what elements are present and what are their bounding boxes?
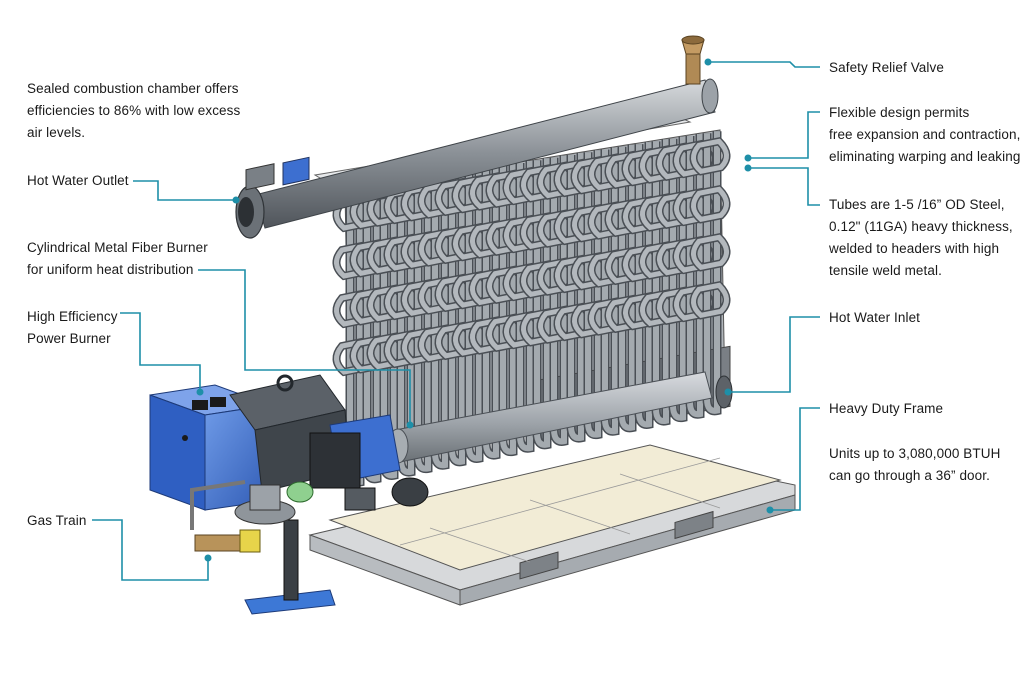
callout-line: Gas Train xyxy=(27,513,87,528)
callout-line: 0.12" (11GA) heavy thickness, xyxy=(829,219,1013,234)
heavy-duty-frame xyxy=(308,444,796,606)
callout-line: eliminating warping and leaking xyxy=(829,149,1021,164)
outlet-header xyxy=(235,78,719,239)
callout-line: Cylindrical Metal Fiber Burner xyxy=(27,240,208,255)
callout-line: Hot Water Inlet xyxy=(829,310,921,325)
tube-coil xyxy=(691,282,729,318)
callout-line: Safety Relief Valve xyxy=(829,60,944,75)
callout-line: welded to headers with high xyxy=(829,241,1000,256)
callout-line: High Efficiency xyxy=(27,309,118,324)
callout-fiber-burner: Cylindrical Metal Fiber Burner for unifor… xyxy=(27,237,208,281)
callout-line: can go through a 36” door. xyxy=(829,468,990,483)
leader-power-burner xyxy=(120,312,201,392)
callout-hot-water-inlet: Hot Water Inlet xyxy=(829,307,920,329)
callout-safety-relief-valve: Safety Relief Valve xyxy=(829,57,944,79)
leader-gas-train xyxy=(92,519,209,581)
callout-line: efficiencies to 86% with low excess xyxy=(27,103,241,118)
leader-inlet xyxy=(728,316,820,393)
callout-line: for uniform heat distribution xyxy=(27,262,194,277)
callout-line: Hot Water Outlet xyxy=(27,173,129,188)
callout-combustion: Sealed combustion chamber offers efficien… xyxy=(27,78,240,144)
callout-flexible-design: Flexible design permits free expansion an… xyxy=(829,102,1020,168)
callout-line: Power Burner xyxy=(27,331,111,346)
tube-coil xyxy=(691,234,729,270)
callout-hot-water-outlet: Hot Water Outlet xyxy=(27,170,129,192)
callout-heavy-duty-frame: Heavy Duty Frame xyxy=(829,398,943,420)
callout-line: Units up to 3,080,000 BTUH xyxy=(829,446,1001,461)
callout-line: Heavy Duty Frame xyxy=(829,401,944,416)
safety-relief-valve xyxy=(681,35,705,85)
leader-frame xyxy=(770,407,820,511)
tube-coil xyxy=(691,138,729,174)
callout-line: air levels. xyxy=(27,125,86,140)
callout-gas-train: Gas Train xyxy=(27,510,86,532)
callout-line: free expansion and contraction, xyxy=(829,127,1021,142)
tube-coil xyxy=(691,186,729,222)
leader-endpoints xyxy=(196,58,774,562)
leader-outlet xyxy=(133,180,236,201)
leader-flexible xyxy=(748,111,820,159)
callout-line: Sealed combustion chamber offers xyxy=(27,81,239,96)
callout-tube-spec: Tubes are 1-5 /16” OD Steel, 0.12" (11GA)… xyxy=(829,194,1013,282)
leader-fiber-burner xyxy=(198,269,411,425)
gas-train xyxy=(190,477,429,615)
callout-line: tensile weld metal. xyxy=(829,263,942,278)
leader-relief-valve xyxy=(708,61,820,68)
callout-line: Tubes are 1-5 /16” OD Steel, xyxy=(829,197,1005,212)
leader-tubes xyxy=(748,167,820,206)
callout-line: Flexible design permits xyxy=(829,105,970,120)
callout-leaders xyxy=(92,61,820,581)
callout-units-capacity: Units up to 3,080,000 BTUH can go through… xyxy=(829,443,1000,487)
